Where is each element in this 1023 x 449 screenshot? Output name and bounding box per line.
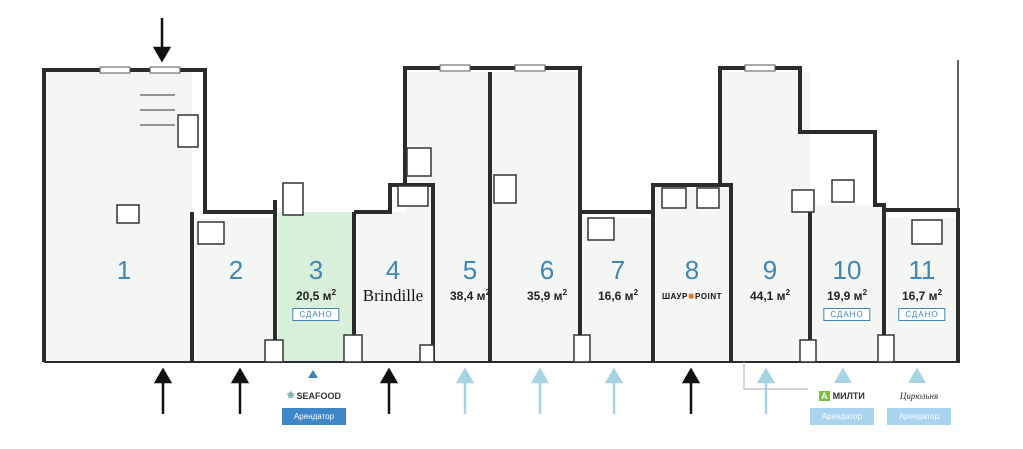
room-8-fill[interactable] [656,185,731,362]
room-10-fill[interactable] [812,205,884,362]
flame-icon: ✹ [687,292,696,301]
room-number-2: 2 [228,255,244,285]
room-number-8: 8 [684,255,700,285]
staircase [140,94,175,126]
brand-shawr-point: ШАУР✹POINT [662,292,722,301]
status-badge-11: СДАНО [898,308,946,321]
room-area-11: 16,7 м2 [901,288,943,303]
tenant-card-seafood[interactable]: ❀SEAFOOD Арендатор [282,383,346,425]
room-area-6: 35,9 м2 [526,288,568,303]
windows [99,64,776,74]
tsiryulnya-logo: Цирюльня [887,383,951,408]
tenant-caption: Арендатор [282,408,346,425]
brand-brindille: Brindille [362,286,424,305]
tenant-card-tsiryulnya[interactable]: Цирюльня Арендатор [887,383,951,425]
status-badge-3: СДАНО [292,308,340,321]
room-number-9: 9 [762,255,778,285]
room-number-4: 4 [385,255,401,285]
room-area-3: 20,5 м2 [295,288,337,303]
fish-icon: ❀ [286,390,295,400]
room-area-10: 19,9 м2 [826,288,868,303]
status-badge-10: СДАНО [823,308,871,321]
room-number-11: 11 [908,255,936,285]
room-6-fill[interactable] [490,72,580,362]
room-area-7: 16,6 м2 [597,288,639,303]
room-7-fill[interactable] [583,218,653,362]
tenant-caption: Арендатор [887,408,951,425]
room-number-3: 3 [308,255,324,285]
milti-icon: A [819,390,830,401]
room-number-6: 6 [539,255,555,285]
room-9-fill[interactable] [720,72,810,362]
room-area-9: 44,1 м2 [749,288,791,303]
room-area-5: 38,4 м2 [449,288,491,303]
fixtures [116,114,943,363]
room-number-1: 1 [116,255,132,285]
tenant-caption: Арендатор [810,408,874,425]
room-number-10: 10 [832,255,862,285]
room-number-7: 7 [610,255,626,285]
room-3-fill[interactable] [278,212,354,362]
room-fills [44,72,957,362]
room-number-5: 5 [462,255,478,285]
seafood-logo: ❀SEAFOOD [282,383,346,408]
